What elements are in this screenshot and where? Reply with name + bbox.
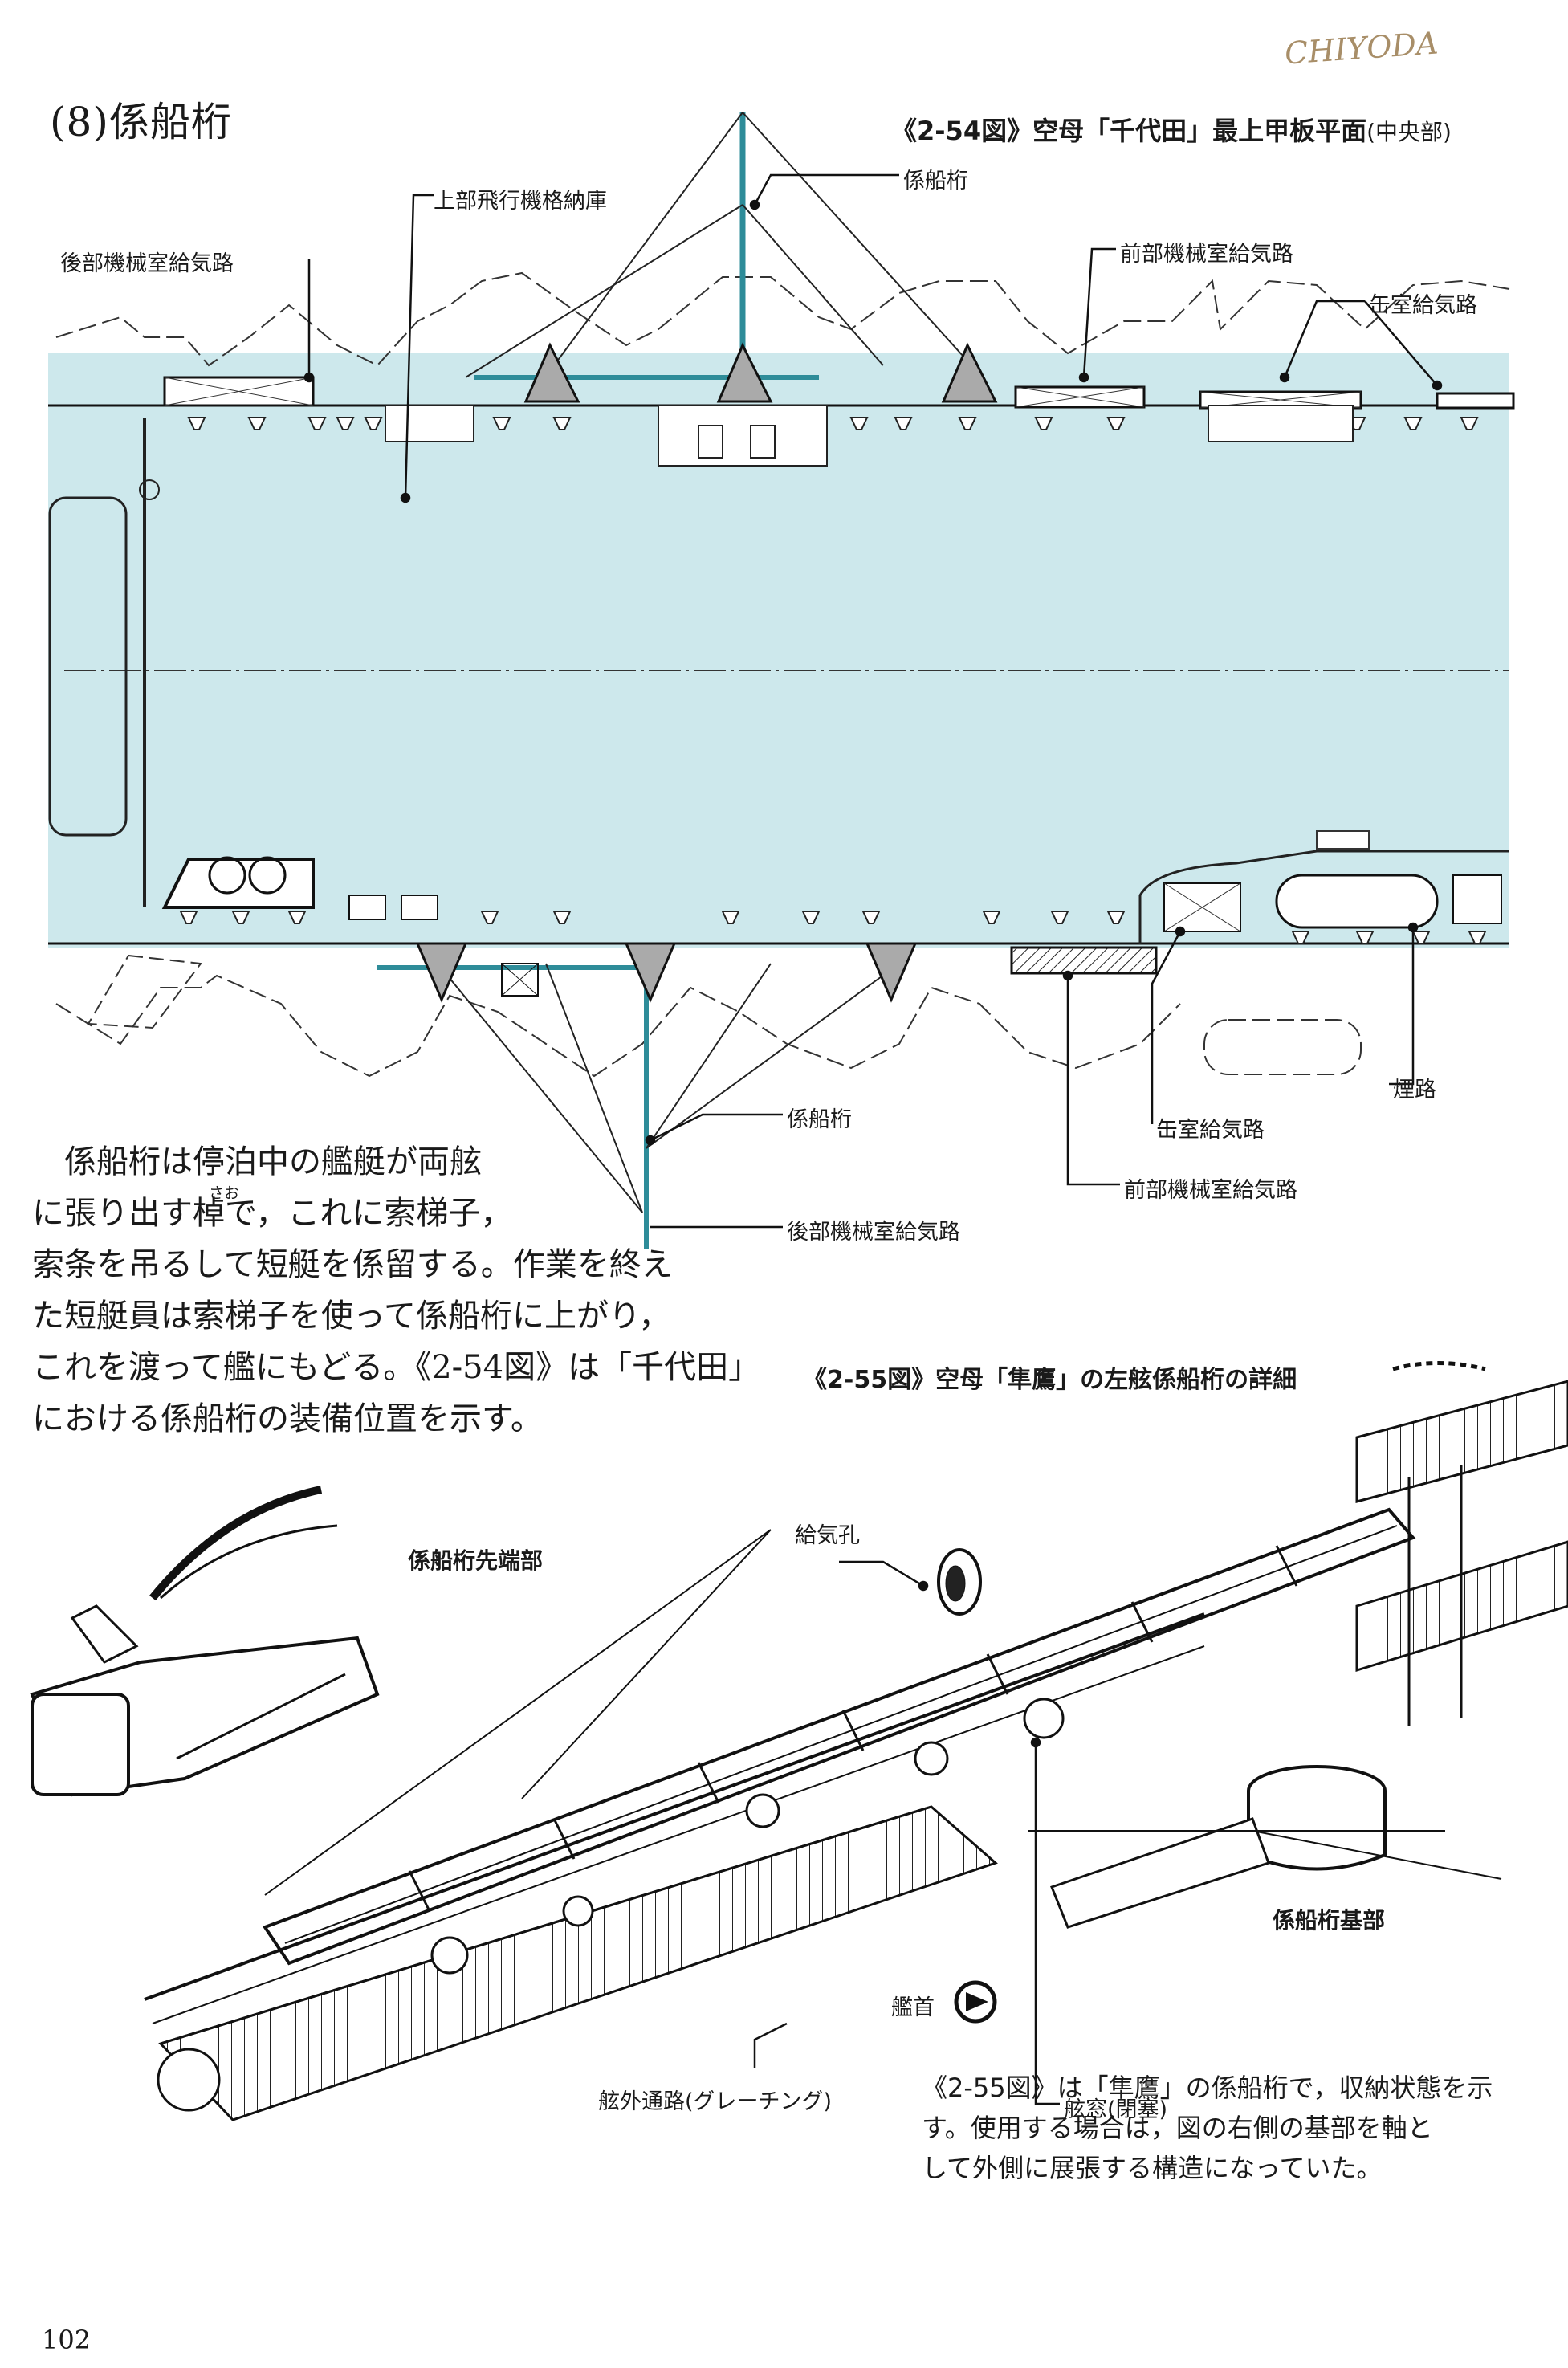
body-text-line: 係船桁は停泊中の艦艇が両舷: [32, 1143, 482, 1180]
upper-booms: [465, 112, 998, 403]
label-boom-top: 係船桁: [903, 169, 968, 194]
figure-54-caption-suffix: (中央部): [1366, 119, 1452, 145]
label-boom-bottom: 係船桁: [787, 1107, 852, 1132]
vent-hole-icon: [937, 1548, 982, 1616]
boom-tip-detail: [30, 1486, 380, 1797]
lower-structures: [161, 830, 1509, 975]
label-fwd-machinery-intake-top: 前部機械室給気路: [1120, 242, 1293, 267]
flight-deck-area: [48, 353, 1509, 948]
label-porthole: 舷窓(閉塞): [1064, 2097, 1168, 2122]
side-ladder: [1355, 1361, 1568, 1726]
lower-fixtures: [179, 911, 1487, 944]
label-bow: 艦首: [891, 1995, 935, 2020]
lower-booms: [377, 942, 918, 1249]
furigana: さお: [209, 1184, 240, 1202]
figure-55-description-line: して外側に展張する構造になっていた。: [922, 2153, 1383, 2183]
deck-plan-figure: [48, 112, 1515, 1249]
upper-intake-boxes: [163, 376, 1515, 410]
boom-detail-figure: [30, 1361, 1568, 2121]
body-text-line: に張り出す棹で，これに索梯子，: [32, 1195, 513, 1232]
label-boom-base: 係船桁基部: [1273, 1907, 1386, 1934]
figure-54-caption: 《2-54図》空母「千代田」最上甲板平面(中央部): [891, 111, 1452, 148]
body-text-line: た短艇員は索梯子を使って係船桁に上がり，: [32, 1298, 671, 1335]
section-title: (8)係船桁: [50, 99, 232, 145]
label-boiler-intake-bottom: 缶室給気路: [1156, 1118, 1265, 1143]
body-text-line: これを渡って艦にもどる。《2-54図》は「千代田」: [32, 1349, 761, 1386]
boom-base-detail: [1028, 1765, 1502, 1929]
label-smoke-duct: 煙路: [1393, 1078, 1436, 1102]
body-text-line: 索条を吊るして短艇を係留する。作業を終え: [32, 1246, 674, 1283]
label-fwd-machinery-intake-bottom: 前部機械室給気路: [1124, 1178, 1297, 1203]
figure-55-description: 《2-55図》は「隼鷹」の係船桁で，収納状態を示 す。使用する場合は，図の右側の…: [922, 2068, 1493, 2188]
label-upper-hangar: 上部飛行機格納庫: [434, 189, 607, 214]
label-boom-tip: 係船桁先端部: [408, 1547, 544, 1574]
label-boiler-intake-top: 缶室給気路: [1369, 293, 1477, 318]
body-text-line: における係船桁の装備位置を示す。: [32, 1400, 543, 1437]
label-aft-machinery-intake-bottom: 後部機械室給気路: [787, 1220, 960, 1245]
bow-direction-icon: [954, 1980, 997, 2024]
label-aft-machinery-intake-top: 後部機械室給気路: [60, 251, 234, 276]
figure-55-caption: 《2-55図》空母「隼鷹」の左舷係船桁の詳細: [803, 1366, 1297, 1394]
figure-55-description-line: す。使用する場合は，図の右側の基部を軸と: [922, 2113, 1433, 2143]
body-text: 係船桁は停泊中の艦艇が両舷 に張り出す棹で，これに索梯子， 索条を吊るして短艇を…: [32, 1136, 760, 1445]
label-outboard-walkway: 舷外通路(グレーチング): [598, 2089, 833, 2114]
upper-fixtures: [187, 405, 1479, 467]
label-vent-hole: 給気孔: [795, 1523, 860, 1548]
leader-lines-fig54: [303, 173, 1443, 1229]
page-number: 102: [42, 2325, 92, 2355]
figure-55-description-line: 《2-55図》は「隼鷹」の係船桁で，収納状態を示: [922, 2073, 1493, 2103]
figure-54-caption-main: 《2-54図》空母「千代田」最上甲板平面: [891, 116, 1367, 146]
